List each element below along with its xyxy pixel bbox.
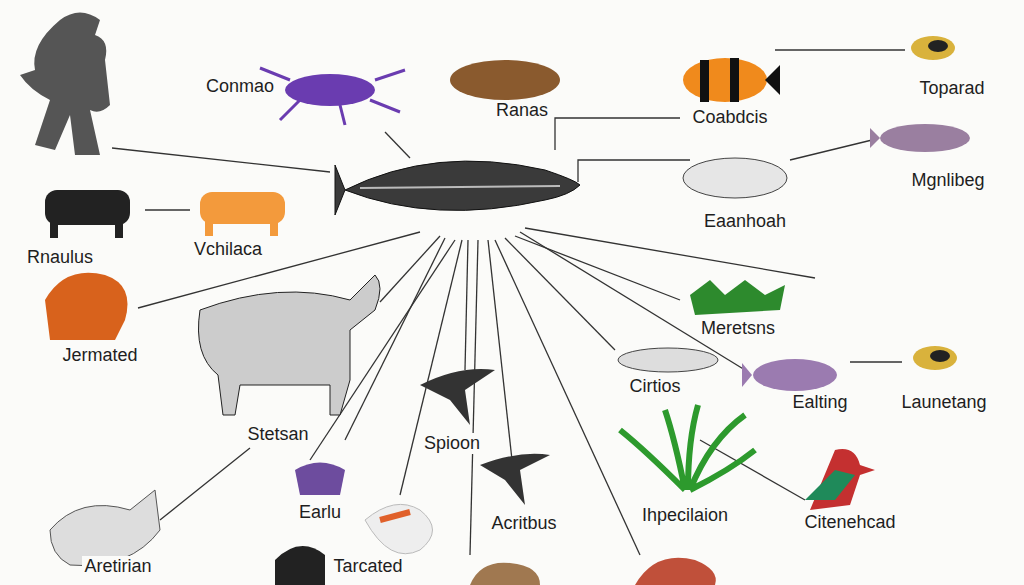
animal-illustrations-part [380, 512, 410, 520]
animal-illustrations-part [45, 190, 130, 225]
link-lines-part [555, 118, 680, 150]
species-label: Launetang [899, 392, 988, 413]
animal-illustrations-part [765, 65, 780, 95]
animal-illustrations-part [365, 504, 433, 553]
animal-illustrations-part [911, 36, 955, 60]
animal-illustrations-part [295, 463, 345, 496]
animal-illustrations-part [690, 280, 785, 315]
animal-illustrations-part [730, 58, 739, 102]
link-lines-part [400, 240, 462, 495]
animal-illustrations-part [928, 40, 948, 52]
animal-illustrations-part [20, 13, 110, 156]
animal-illustrations-part [930, 350, 950, 362]
animal-illustrations-part [742, 363, 752, 387]
link-lines-part [525, 228, 815, 278]
link-lines-part [515, 236, 680, 300]
species-label: Coabdcis [690, 107, 769, 128]
species-label: Rnaulus [25, 247, 95, 268]
animal-illustrations-part [198, 275, 380, 415]
species-label: Eaanhoah [702, 211, 788, 232]
link-lines-part [790, 140, 872, 160]
link-lines-part [112, 148, 330, 172]
link-lines-part [470, 240, 478, 555]
link-lines-part [345, 238, 445, 440]
species-label: Aretirian [82, 556, 153, 577]
animal-illustrations-part [45, 273, 128, 340]
link-lines-part [380, 236, 440, 302]
animal-illustrations-part [420, 369, 495, 425]
link-lines-part [775, 49, 905, 50]
animal-illustrations-part [115, 220, 123, 238]
animal-illustrations-part [270, 220, 278, 236]
species-label: Conmao [204, 76, 276, 97]
link-lines [112, 50, 905, 555]
link-lines-part [160, 448, 250, 520]
animal-illustrations-part [50, 220, 58, 238]
species-label: Citenehcad [802, 512, 897, 533]
species-label: Ihpecilaion [640, 505, 730, 526]
animal-illustrations-part [683, 58, 767, 102]
species-label: Cirtios [627, 376, 682, 397]
link-lines-part [385, 132, 410, 158]
animal-illustrations-part [618, 348, 718, 372]
animal-illustrations [20, 13, 970, 585]
link-lines-part [850, 361, 902, 362]
species-label: Stetsan [245, 424, 310, 445]
species-label: Ealting [790, 392, 849, 413]
animal-illustrations-part [360, 186, 560, 188]
animal-illustrations-part [683, 158, 787, 198]
species-label: Acritbus [489, 513, 558, 534]
animal-illustrations-part [635, 558, 716, 585]
link-lines-part [578, 160, 690, 182]
link-lines-part [505, 238, 615, 350]
animal-illustrations-part [805, 470, 855, 500]
animal-illustrations-part [880, 124, 970, 152]
link-lines-part [465, 240, 468, 370]
species-label: Vchilaca [192, 239, 264, 260]
animal-illustrations-part [700, 60, 709, 102]
species-label: Tarcated [331, 556, 404, 577]
species-label: Toparad [917, 78, 986, 99]
species-label: Mgnlibeg [909, 170, 986, 191]
link-lines-part [488, 240, 512, 460]
animal-illustrations-part [913, 346, 957, 370]
animal-illustrations-part [260, 68, 405, 125]
animal-illustrations-part [870, 128, 880, 148]
animal-illustrations-part [753, 359, 837, 391]
link-lines-part [145, 209, 190, 210]
species-label: Spioon [422, 433, 482, 454]
animal-illustrations-part [200, 192, 285, 224]
animal-illustrations-part [275, 546, 325, 585]
species-label: Meretsns [699, 318, 777, 339]
species-label: Jermated [60, 345, 139, 366]
animal-illustrations-part [450, 60, 560, 100]
animal-illustrations-part [335, 161, 580, 215]
animal-illustrations-part [50, 490, 160, 566]
animal-illustrations-part [480, 454, 550, 505]
link-lines-part [495, 240, 640, 555]
animal-illustrations-part [470, 563, 540, 585]
species-label: Ranas [494, 100, 550, 121]
animal-illustrations-part [620, 405, 755, 490]
animal-illustrations-part [205, 220, 213, 236]
species-label: Earlu [297, 502, 343, 523]
